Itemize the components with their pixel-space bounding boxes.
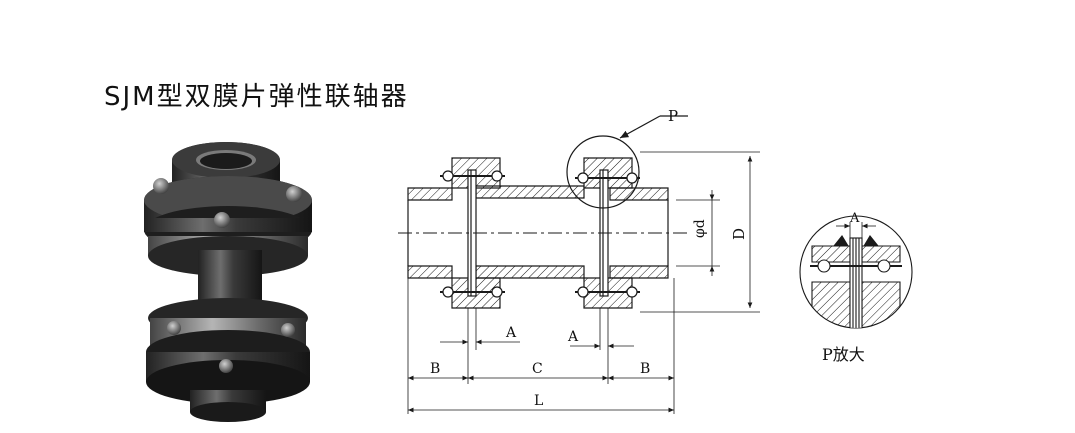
- dim-label-l: L: [534, 393, 543, 409]
- detail-p-enlarged: [799, 215, 913, 329]
- dim-label-c: C: [532, 361, 543, 377]
- page-title: SJM型双膜片弹性联轴器: [104, 82, 409, 112]
- dim-label-b-left: B: [430, 361, 440, 377]
- detail-dim-label-a: A: [849, 211, 860, 226]
- coupling-photo: [144, 142, 312, 422]
- dim-label-b-right: B: [640, 361, 650, 377]
- coupling-section-drawing: [398, 115, 760, 414]
- dim-label-d-outer: D: [730, 228, 748, 240]
- callout-label-p: P: [668, 107, 678, 125]
- detail-caption: P放大: [822, 345, 865, 364]
- dim-label-phi-d: φd: [692, 219, 708, 238]
- dim-label-a-right: A: [567, 329, 579, 345]
- dim-label-a-left: A: [505, 325, 517, 341]
